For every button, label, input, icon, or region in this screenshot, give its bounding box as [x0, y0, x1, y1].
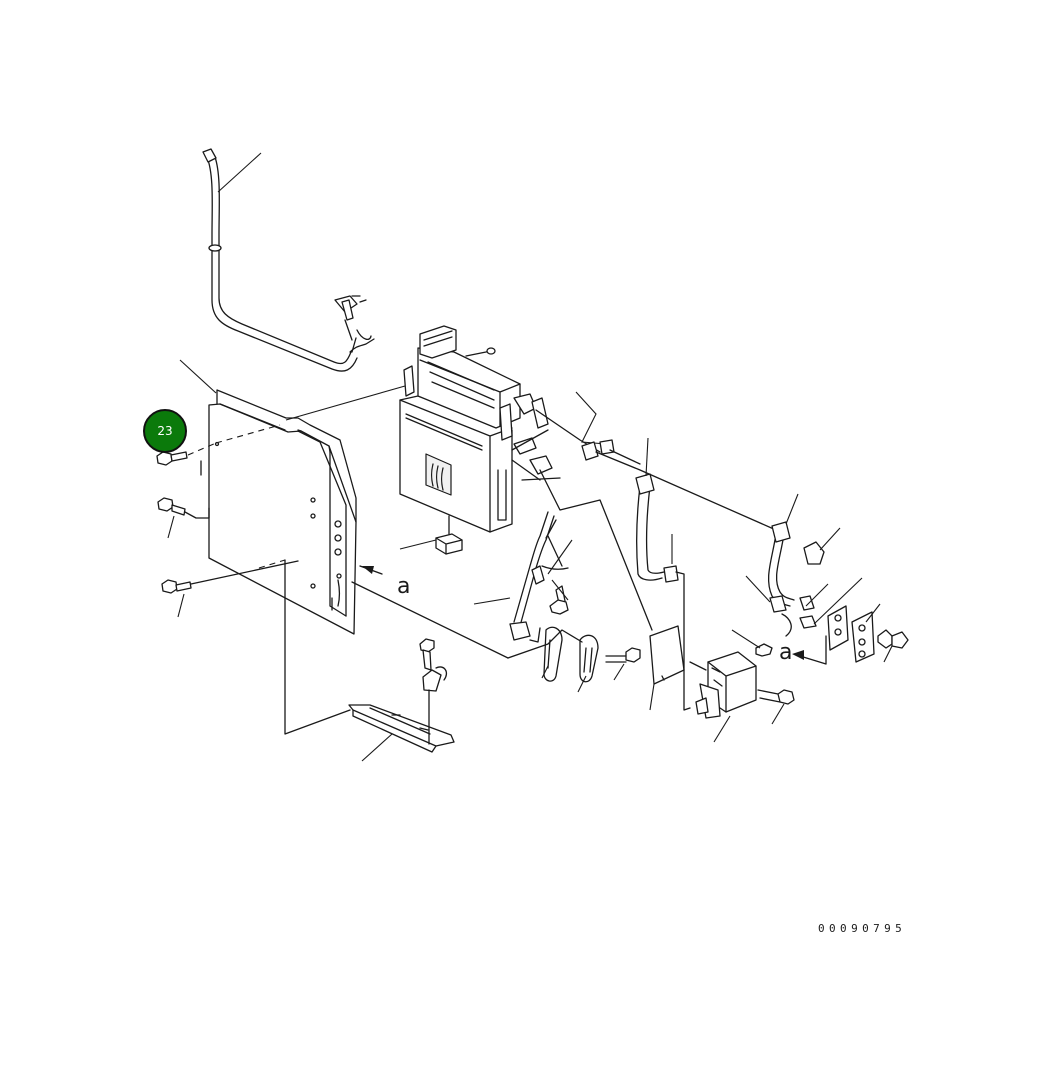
panel-plate — [179, 359, 406, 635]
clamp-right — [745, 575, 863, 637]
bolt-relay — [757, 689, 795, 725]
view-arrow-a-left: a — [359, 565, 410, 599]
relay-unit — [689, 651, 757, 743]
bolt-with-clamp — [419, 638, 448, 745]
cover-plate — [649, 625, 685, 711]
hose-assembly-lower — [473, 511, 573, 643]
hose-link-line — [507, 629, 583, 659]
drawing-number: 00090795 — [818, 922, 907, 935]
hose-right — [767, 493, 841, 613]
rubber-mount — [399, 515, 463, 555]
grommet-2 — [577, 634, 599, 693]
bracket-lower — [284, 559, 455, 762]
wiring-harness-top — [202, 148, 375, 372]
grommet-1 — [541, 626, 563, 682]
view-mark-a-left: a — [397, 574, 410, 599]
bolt-center — [549, 579, 569, 615]
view-arrow-a-right: a — [779, 635, 827, 665]
controller-unit — [399, 325, 653, 631]
bolt-mid-right — [605, 647, 641, 681]
washer-right — [731, 629, 773, 657]
bolt-left-lower — [161, 559, 299, 618]
view-mark-a-right: a — [779, 640, 792, 665]
hose-vertical — [635, 437, 691, 711]
bolt-left-middle — [157, 497, 210, 539]
callout-23-button[interactable]: 23 — [143, 409, 187, 453]
terminal-block — [827, 603, 909, 663]
clamp-upper — [575, 391, 777, 531]
callout-23-label: 23 — [157, 424, 173, 438]
panel-link-line — [351, 581, 509, 659]
bolt-left-upper — [156, 424, 281, 476]
